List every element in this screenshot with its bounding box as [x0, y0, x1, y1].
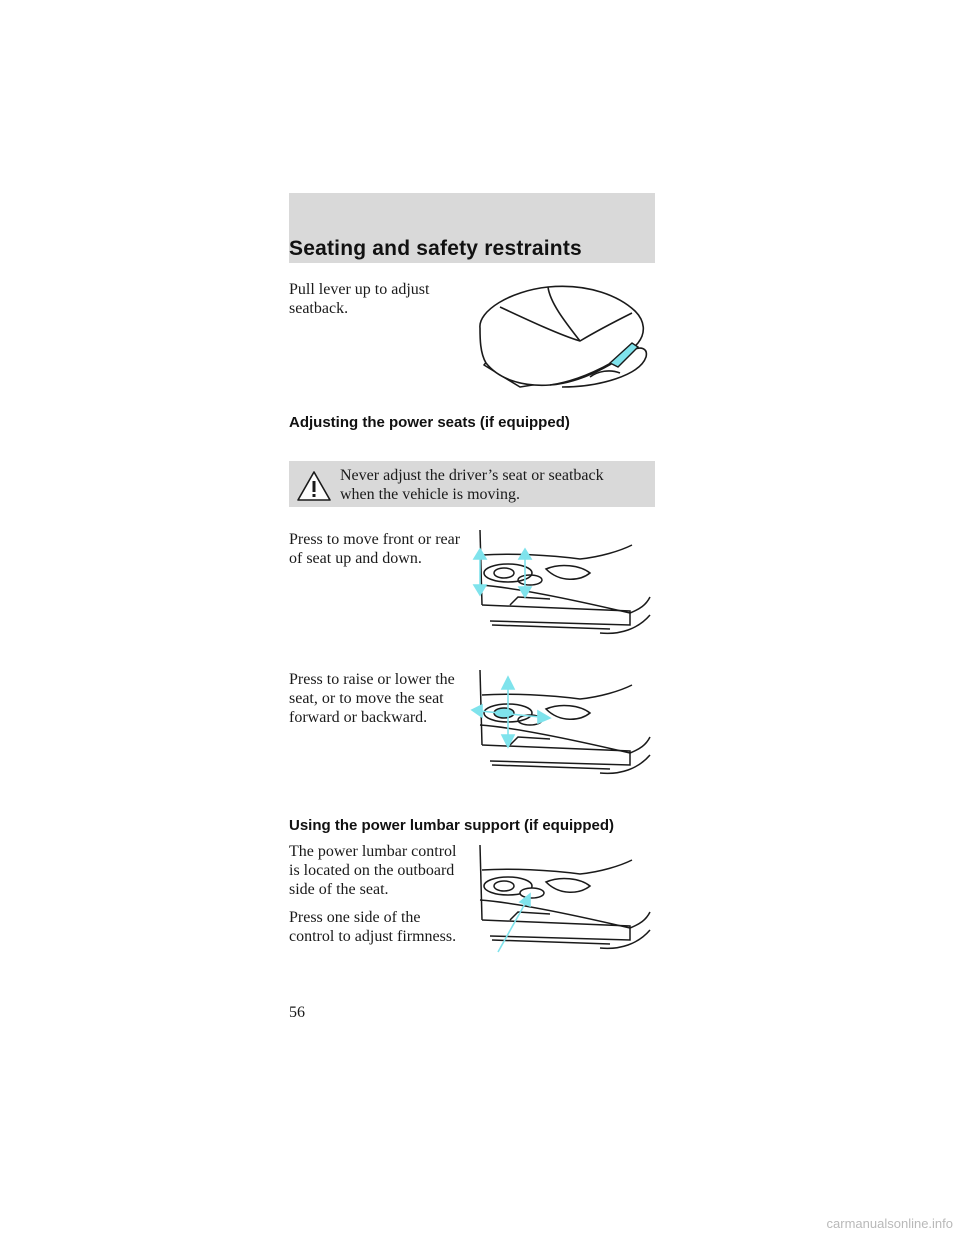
move-instruction: Press to raise or lower the seat, or to …: [289, 671, 455, 726]
seat-move-control-illustration: [470, 669, 651, 775]
lumbar-arrow-icon: [497, 892, 531, 953]
warning-band: [289, 461, 655, 507]
tilt-arrows-icon: [472, 547, 533, 599]
lumbar-location-text: The power lumbar control is located on t…: [289, 843, 457, 898]
header-band: [289, 193, 655, 263]
warning-text: Never adjust the driver’s seat or seatba…: [340, 467, 604, 503]
footer-url[interactable]: carmanualsonline.info: [826, 1216, 953, 1231]
warning-triangle-icon: [297, 471, 331, 501]
lumbar-control-illustration: [479, 844, 651, 953]
page-number: 56: [289, 1004, 305, 1021]
power-seats-heading: Adjusting the power seats (if equipped): [289, 414, 570, 431]
seat-lever-illustration: [479, 285, 648, 388]
lumbar-heading: Using the power lumbar support (if equip…: [289, 817, 614, 834]
seatback-instruction: Pull lever up to adjust seatback.: [289, 281, 430, 317]
tilt-instruction: Press to move front or rear of seat up a…: [289, 531, 461, 567]
lumbar-firmness-text: Press one side of the control to adjust …: [289, 909, 457, 945]
move-arrows-icon: [470, 675, 552, 749]
page-title: Seating and safety restraints: [289, 237, 582, 260]
seat-tilt-control-illustration: [472, 529, 651, 635]
lever-icon: [608, 342, 640, 368]
